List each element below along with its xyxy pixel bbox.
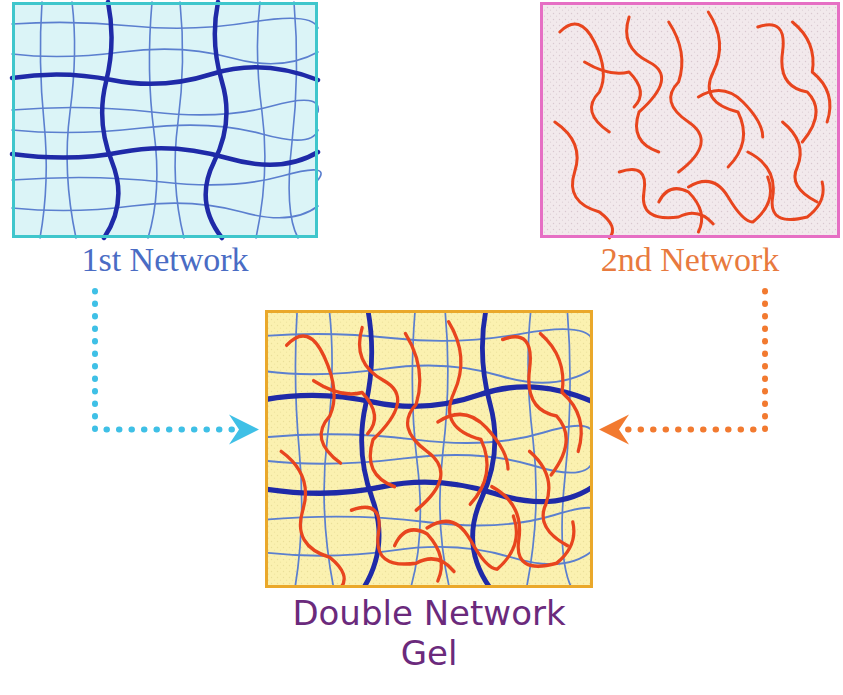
network-panel: 2nd Network bbox=[540, 2, 840, 238]
arrow-head bbox=[229, 415, 259, 445]
network-panel: 1st Network bbox=[12, 2, 318, 238]
dotted-arrow bbox=[599, 291, 765, 445]
panel-caption: 1st Network bbox=[15, 241, 315, 279]
panel-caption: 2nd Network bbox=[543, 241, 837, 279]
dotted-arrow bbox=[95, 291, 259, 445]
connector-line bbox=[623, 291, 765, 430]
connector-line bbox=[95, 291, 235, 430]
arrow-head bbox=[599, 415, 629, 445]
network-panel: Double Network Gel bbox=[265, 310, 593, 588]
panel-caption: Double Network Gel bbox=[268, 593, 590, 673]
